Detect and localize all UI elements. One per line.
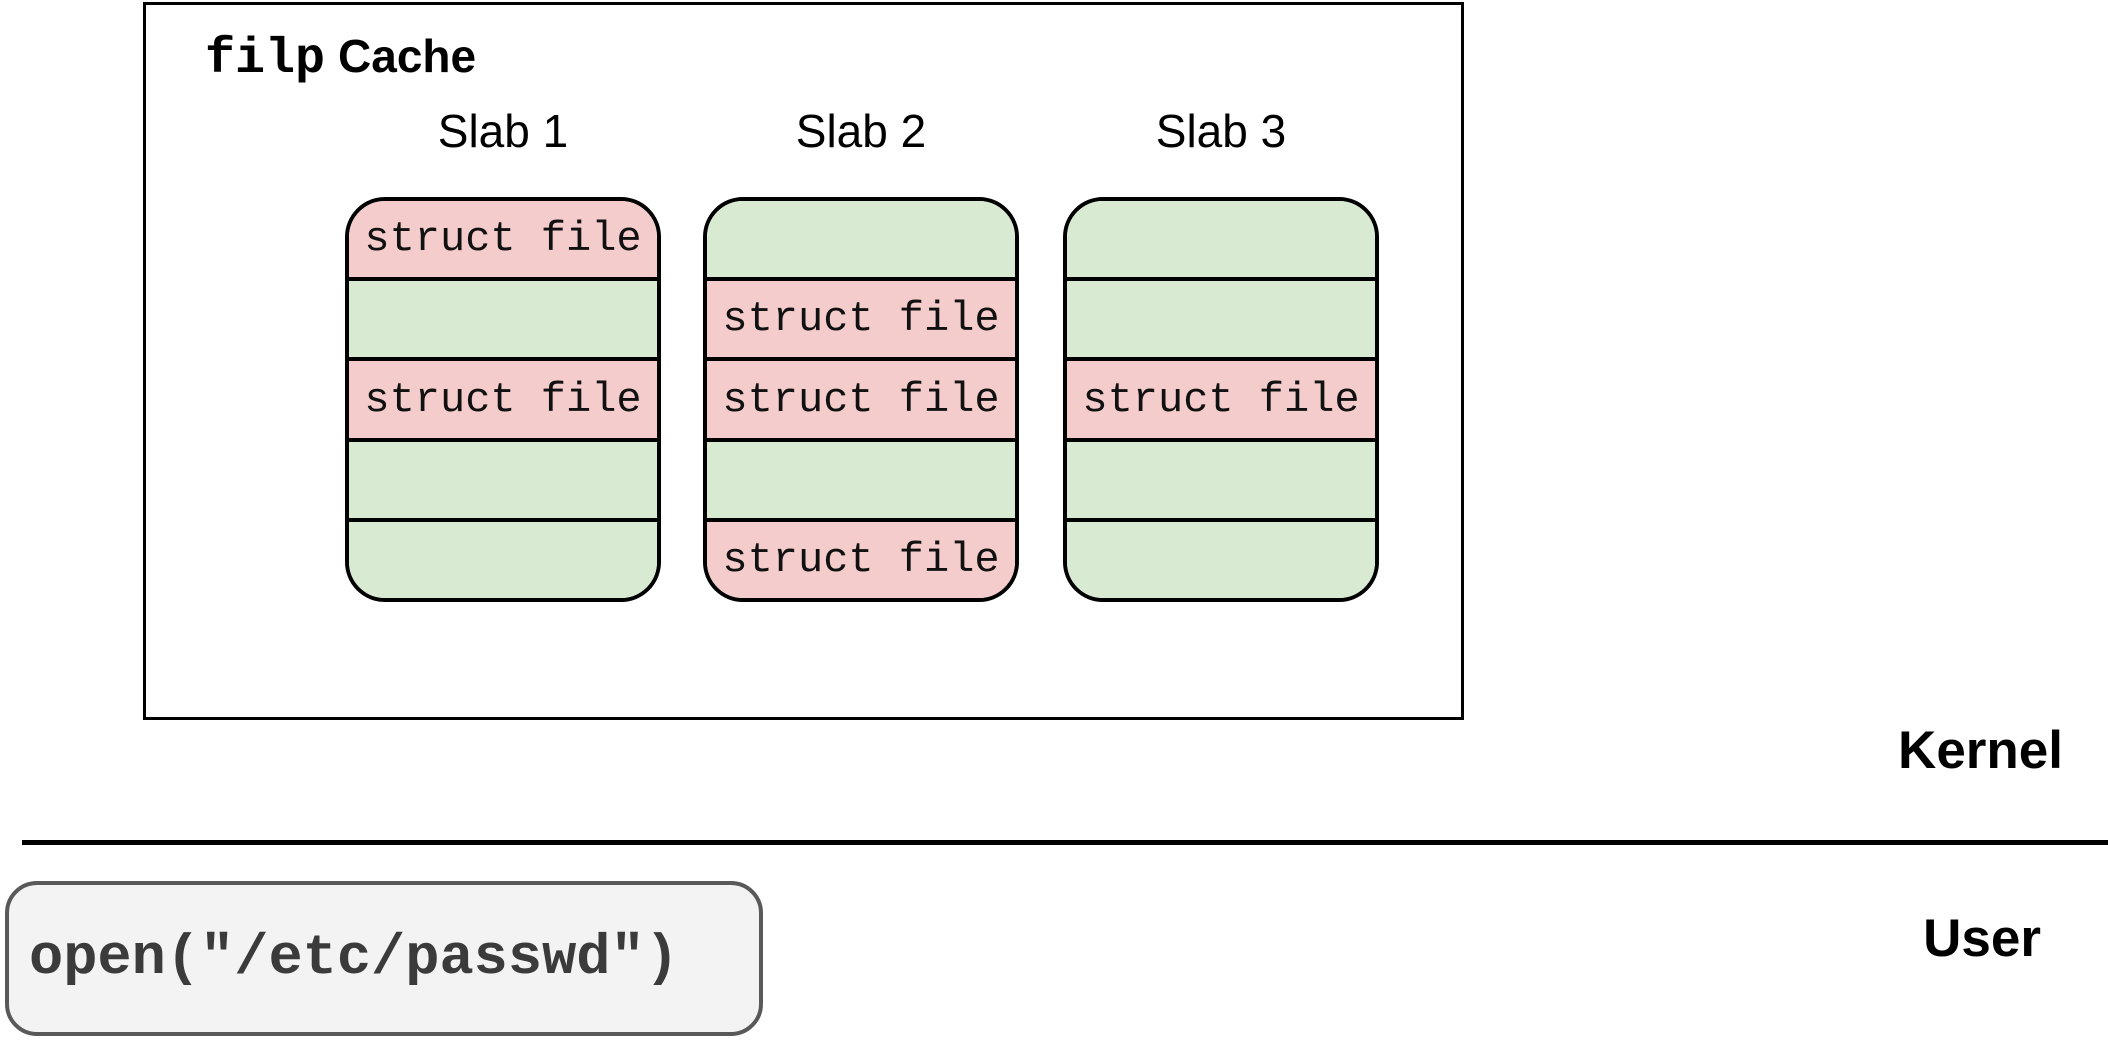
slab-3-slot-2 xyxy=(1067,277,1375,358)
slab-1-slot-1: struct file xyxy=(349,201,657,278)
slab-2-label: Slab 2 xyxy=(795,105,927,157)
user-space-label: User xyxy=(1923,909,2041,968)
slab-3-label: Slab 3 xyxy=(1155,105,1287,157)
slab-1-slot-5 xyxy=(349,517,657,598)
slab-2-slot-4 xyxy=(707,437,1015,518)
cache-title: filp Cache xyxy=(205,31,476,87)
syscall-callout: open("/etc/passwd") xyxy=(5,881,763,1036)
slot-label: struct file xyxy=(364,375,642,424)
slot-label: struct file xyxy=(364,215,642,264)
slab-3-slot-1 xyxy=(1067,201,1375,278)
slab-2: struct file struct file struct file xyxy=(703,197,1019,602)
slab-1: struct file struct file xyxy=(345,197,661,602)
kernel-user-divider-line xyxy=(22,840,2108,845)
slab-3-slot-4 xyxy=(1067,437,1375,518)
filp-cache-box: filp Cache Slab 1 Slab 2 Slab 3 struct f… xyxy=(143,2,1464,720)
slot-label: struct file xyxy=(722,535,1000,584)
slot-label: struct file xyxy=(1082,375,1360,424)
kernel-space-label: Kernel xyxy=(1898,721,2063,780)
cache-title-filp: filp xyxy=(205,31,326,88)
slab-2-slot-3: struct file xyxy=(707,357,1015,438)
cache-title-cache: Cache xyxy=(338,30,477,82)
slot-label: struct file xyxy=(722,375,1000,424)
slab-1-slot-4 xyxy=(349,437,657,518)
slab-3: struct file xyxy=(1063,197,1379,602)
slab-1-label: Slab 1 xyxy=(437,105,569,157)
slab-3-slot-3: struct file xyxy=(1067,357,1375,438)
slab-2-slot-5: struct file xyxy=(707,517,1015,598)
slab-2-slot-1 xyxy=(707,201,1015,278)
slab-1-slot-2 xyxy=(349,277,657,358)
slab-1-slot-3: struct file xyxy=(349,357,657,438)
slab-3-slot-5 xyxy=(1067,517,1375,598)
syscall-text: open("/etc/passwd") xyxy=(29,926,679,991)
slot-label: struct file xyxy=(722,295,1000,344)
slab-2-slot-2: struct file xyxy=(707,277,1015,358)
